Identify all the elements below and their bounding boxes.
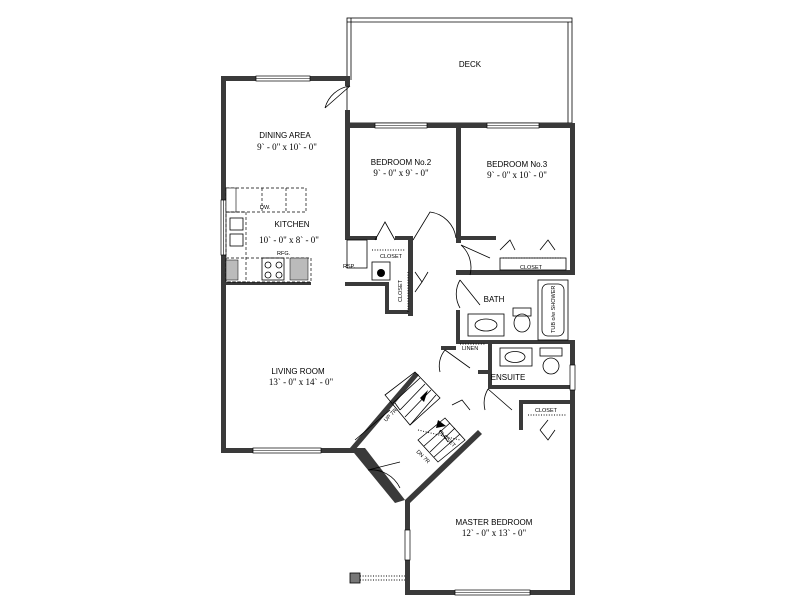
closets [372, 249, 567, 441]
deck-label: DECK [459, 60, 482, 69]
closet-master-label: CLOSET [535, 408, 558, 414]
linen-label: LINEN [462, 346, 478, 352]
windows [220, 75, 576, 596]
bath-sink [467, 313, 505, 337]
kitchen-cabinets [225, 187, 312, 283]
sink [229, 217, 244, 231]
bedroom2-door [412, 211, 457, 241]
tub-label: TUB o/w SHOWER [551, 286, 557, 333]
bedroom2-size: 9` - 0" x 9` - 0" [373, 168, 429, 178]
stairs [354, 371, 466, 463]
bedroom3-size: 9` - 0" x 10` - 0" [487, 170, 547, 180]
ensuite-label: ENSUITE [491, 373, 526, 382]
water-heater [371, 261, 391, 281]
side-entry [349, 572, 405, 584]
closet-bedroom2-label: CLOSET [380, 254, 403, 260]
bedroom2-label: BEDROOM No.2 [371, 158, 432, 167]
bathtub [537, 279, 569, 341]
living-label: LIVING ROOM [271, 367, 325, 376]
ensuite-toilet [539, 347, 563, 357]
room-labels: DECK DINING AREA 9` - 0" x 10` - 0" BEDR… [257, 60, 548, 538]
refrigerator [289, 257, 309, 281]
exterior-light [349, 572, 361, 584]
bath-toilet [512, 307, 532, 317]
entry-door [367, 461, 401, 489]
kitchen-size: 10` - 0" x 8` - 0" [259, 235, 319, 245]
refrigerator-label: RFG. [277, 251, 291, 257]
closet-bedroom3-label: CLOSET [520, 265, 543, 271]
master-label: MASTER BEDROOM [456, 518, 533, 527]
doors [324, 85, 556, 489]
furnace [346, 239, 368, 269]
dining-size: 9` - 0" x 10` - 0" [257, 142, 317, 152]
master-size: 12` - 0" x 13` - 0" [462, 528, 527, 538]
closet-hall-label: CLOSET [398, 279, 404, 302]
bath-door [455, 279, 481, 309]
deck-door [324, 85, 351, 109]
dining-label: DINING AREA [259, 131, 311, 140]
deck [346, 17, 573, 124]
ensuite-door [483, 388, 513, 411]
bath-fixtures [346, 239, 569, 375]
rsp-label: RSP. [343, 264, 356, 270]
ensuite-sink [499, 347, 533, 367]
stove [261, 257, 285, 281]
bath-label: BATH [484, 295, 505, 304]
living-size: 13` - 0" x 14` - 0" [269, 377, 334, 387]
bedroom3-label: BEDROOM No.3 [487, 160, 548, 169]
deck-outline [346, 17, 573, 124]
dishwasher-label: DW. [260, 205, 271, 211]
kitchen-label: KITCHEN [274, 220, 309, 229]
bedroom3-door [460, 244, 491, 276]
linen-door [438, 349, 471, 373]
